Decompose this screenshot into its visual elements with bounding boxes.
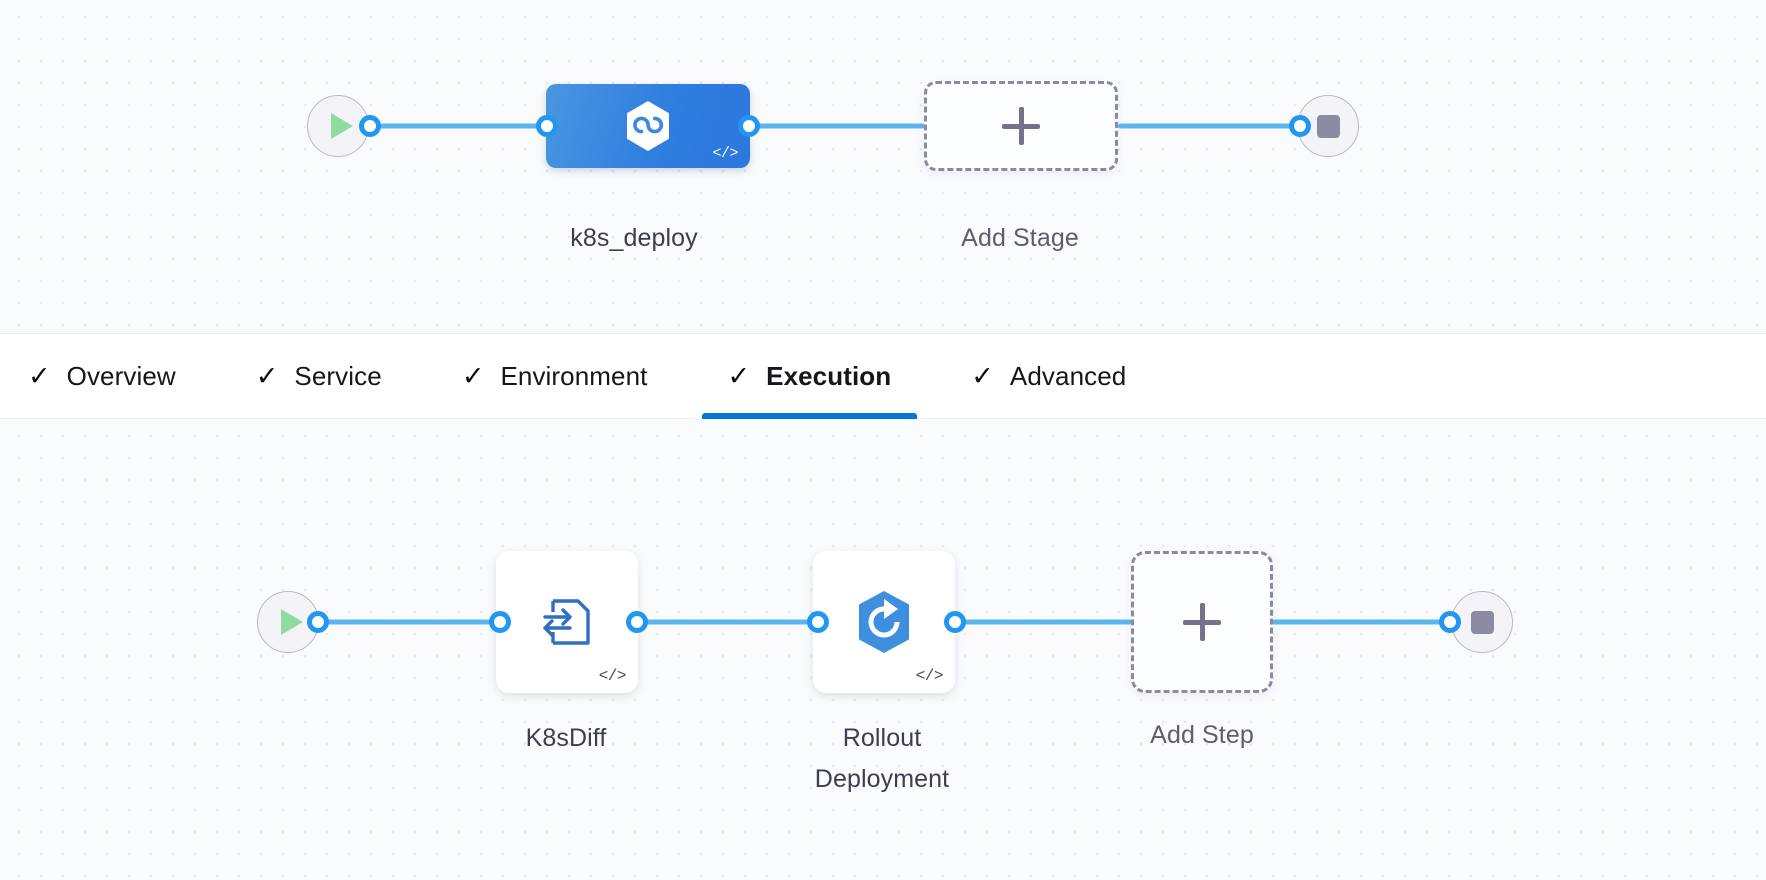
joint-rollout-in bbox=[807, 611, 829, 633]
check-icon: ✓ bbox=[255, 360, 279, 391]
wire-stage-to-addstage bbox=[748, 123, 925, 129]
wire-rollout-to-addstep bbox=[950, 619, 1132, 625]
joint-rollout-out bbox=[944, 611, 966, 633]
execution-row: </> K8sDiff </> Rollout Dep bbox=[0, 419, 1766, 880]
joint-stage-in bbox=[536, 115, 558, 137]
check-icon: ✓ bbox=[727, 360, 751, 391]
joint-end-in bbox=[1289, 115, 1311, 137]
wire-addstage-to-end bbox=[1118, 123, 1303, 129]
add-stage-button[interactable] bbox=[924, 81, 1118, 171]
pipeline-start-node[interactable] bbox=[307, 95, 369, 157]
execution-end-node[interactable] bbox=[1451, 591, 1513, 653]
execution-start-node[interactable] bbox=[257, 591, 319, 653]
step-card[interactable]: </> bbox=[813, 551, 955, 693]
joint-stage-out bbox=[738, 115, 760, 137]
joint-k8sdiff-out bbox=[626, 611, 648, 633]
step-node-rollout-deployment[interactable]: </> bbox=[813, 551, 955, 693]
wire-addstep-to-end bbox=[1272, 619, 1452, 625]
joint-k8sdiff-in bbox=[489, 611, 511, 633]
stop-icon bbox=[1470, 610, 1494, 634]
tab-environment[interactable]: ✓ Environment bbox=[462, 334, 674, 418]
add-step-label: Add Step bbox=[1150, 721, 1254, 749]
tab-label: Advanced bbox=[1009, 360, 1127, 391]
rollout-deployment-hexagon-refresh-icon bbox=[859, 591, 909, 653]
tab-label: Overview bbox=[66, 360, 176, 391]
plus-icon bbox=[1002, 107, 1040, 145]
tab-advanced[interactable]: ✓ Advanced bbox=[971, 334, 1152, 418]
start-circle[interactable] bbox=[257, 591, 319, 653]
step-node-k8sdiff[interactable]: </> bbox=[496, 551, 638, 693]
step-card[interactable]: </> bbox=[496, 551, 638, 693]
check-icon: ✓ bbox=[461, 360, 485, 391]
play-icon bbox=[280, 609, 303, 635]
add-stage-label: Add Stage bbox=[961, 224, 1079, 252]
plus-icon bbox=[1183, 603, 1221, 641]
k8s-diff-document-arrows-icon bbox=[543, 599, 590, 645]
tab-execution[interactable]: ✓ Execution bbox=[701, 334, 918, 419]
step-label-rollout-deployment: Rollout Deployment bbox=[814, 724, 950, 793]
tab-label: Execution bbox=[766, 360, 892, 391]
stage-tab-bar: ✓ Overview ✓ Service ✓ Environment ✓ Exe… bbox=[0, 333, 1766, 419]
wire-start-to-k8sdiff bbox=[312, 619, 504, 625]
stop-icon bbox=[1316, 114, 1340, 138]
yaml-code-badge: </> bbox=[598, 667, 627, 685]
stage-label-k8s-deploy: k8s_deploy bbox=[570, 224, 698, 252]
add-stage-node[interactable] bbox=[924, 81, 1118, 171]
tab-overview[interactable]: ✓ Overview bbox=[28, 334, 202, 418]
joint-exec-end-in bbox=[1439, 611, 1461, 633]
tab-label: Service bbox=[294, 360, 382, 391]
stage-row: </> k8s_deploy Add Stage bbox=[0, 0, 1766, 333]
end-circle[interactable] bbox=[1451, 591, 1513, 653]
check-icon: ✓ bbox=[28, 360, 51, 391]
joint-exec-start-out bbox=[307, 611, 329, 633]
wire-start-to-stage bbox=[368, 123, 548, 129]
wire-k8sdiff-to-rollout bbox=[630, 619, 826, 625]
execution-canvas[interactable]: </> K8sDiff </> Rollout Dep bbox=[0, 419, 1766, 880]
add-step-button[interactable] bbox=[1131, 551, 1273, 693]
tab-label: Environment bbox=[500, 360, 648, 391]
start-circle[interactable] bbox=[307, 95, 369, 157]
play-icon bbox=[330, 113, 353, 139]
tab-service[interactable]: ✓ Service bbox=[256, 334, 408, 418]
stage-canvas[interactable]: </> k8s_deploy Add Stage bbox=[0, 0, 1766, 333]
yaml-code-badge: </> bbox=[712, 145, 738, 162]
add-step-node[interactable] bbox=[1131, 551, 1273, 693]
step-label-k8sdiff: K8sDiff bbox=[525, 724, 607, 752]
harness-hexagon-infinity-icon bbox=[627, 101, 669, 151]
yaml-code-badge: </> bbox=[915, 667, 944, 685]
check-icon: ✓ bbox=[971, 360, 994, 391]
stage-card[interactable]: </> bbox=[546, 84, 750, 168]
stage-node-k8s-deploy[interactable]: </> bbox=[546, 84, 750, 168]
joint-start-out bbox=[359, 115, 381, 137]
